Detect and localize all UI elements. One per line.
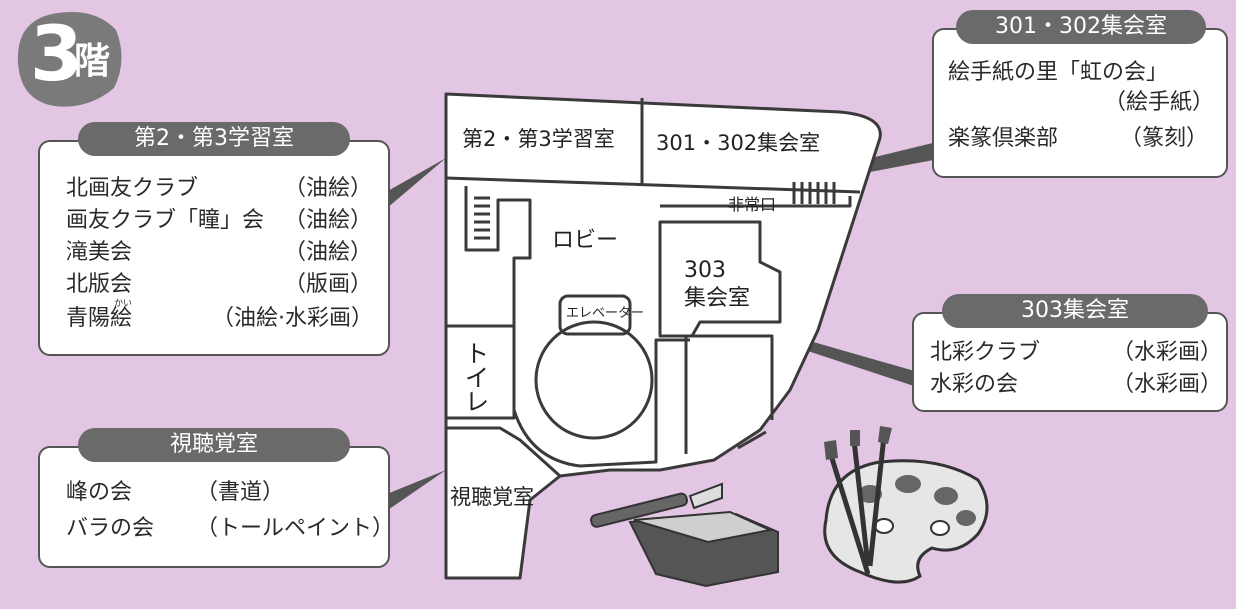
badge-shape bbox=[17, 12, 122, 107]
map-label-toilet-2: イ bbox=[465, 364, 489, 392]
study-row-name-3: 滝美会 bbox=[66, 240, 133, 265]
study-row-type-5: （油絵·水彩画） bbox=[212, 306, 373, 331]
av-row-name-2: バラの会 bbox=[66, 516, 155, 541]
av-room-card bbox=[38, 446, 390, 568]
av-row-name-1: 峰の会 bbox=[66, 480, 133, 505]
floor-number: 3 bbox=[30, 9, 83, 98]
map-label-301-302: 301・302集会室 bbox=[656, 131, 821, 155]
study-row-name-1: 北画友クラブ bbox=[66, 176, 199, 201]
palette-icon bbox=[823, 426, 989, 584]
study-row-type-1: （油絵） bbox=[284, 176, 373, 201]
study-row-type-3: （油絵） bbox=[284, 240, 373, 265]
study-rooms-card bbox=[38, 140, 390, 356]
meeting-303-card-title: 303集会室 bbox=[942, 294, 1208, 328]
map-label-303-number: 303 bbox=[684, 258, 726, 283]
av-row-type-2: （トールペイント） bbox=[196, 516, 395, 541]
map-label-toilet-1: ト bbox=[465, 340, 489, 368]
meeting-301-302-line1-type: （絵手紙） bbox=[1104, 90, 1215, 115]
elevator-hall bbox=[534, 320, 654, 440]
floor-badge: 3 階 bbox=[8, 6, 126, 110]
map-label-lobby: ロビー bbox=[552, 228, 619, 253]
brush-inkstone-icon bbox=[590, 482, 779, 588]
connector-av bbox=[372, 470, 446, 514]
floor-suffix: 階 bbox=[74, 41, 111, 82]
room-walls bbox=[445, 98, 861, 478]
study-row-name-2: 画友クラブ「瞳」会 bbox=[66, 208, 265, 233]
av-row-type-1: （書道） bbox=[196, 480, 285, 505]
stairs-left-icon bbox=[474, 196, 490, 240]
map-label-emergency-exit: 非常口 bbox=[728, 195, 777, 214]
study-row-type-2: （油絵） bbox=[284, 208, 373, 233]
study-rooms-card-title: 第2・第3学習室 bbox=[78, 122, 350, 156]
m303-row-type-2: （水彩画） bbox=[1112, 372, 1223, 397]
meeting-301-302-line2-type: （篆刻） bbox=[1120, 126, 1209, 151]
meeting-303-card bbox=[912, 312, 1228, 412]
av-room-card-title: 視聴覚室 bbox=[78, 428, 350, 462]
m303-row-name-2: 水彩の会 bbox=[930, 372, 1019, 397]
map-label-toilet-3: レ bbox=[465, 388, 489, 416]
study-row-type-4: （版画） bbox=[284, 272, 373, 297]
study-row-ruby: かい bbox=[114, 299, 133, 309]
map-label-av-room: 視聴覚室 bbox=[450, 485, 534, 509]
meeting-301-302-line2-name: 楽篆倶楽部 bbox=[948, 126, 1059, 151]
study-row-name-4: 北版会 bbox=[66, 272, 133, 297]
meeting-301-302-card-title: 301・302集会室 bbox=[956, 10, 1206, 44]
m303-row-type-1: （水彩画） bbox=[1112, 340, 1223, 365]
connector-study bbox=[372, 158, 446, 214]
map-label-303-name: 集会室 bbox=[684, 286, 751, 311]
study-row-name-5: 青陽絵 bbox=[66, 306, 133, 331]
map-label-elevator: エレベーター bbox=[566, 306, 645, 321]
meeting-301-302-line1: 絵手紙の里「虹の会」 bbox=[948, 60, 1169, 85]
map-label-study-rooms: 第2・第3学習室 bbox=[462, 127, 615, 151]
stairs-right-icon bbox=[792, 182, 836, 204]
m303-row-name-1: 北彩クラブ bbox=[930, 340, 1041, 365]
